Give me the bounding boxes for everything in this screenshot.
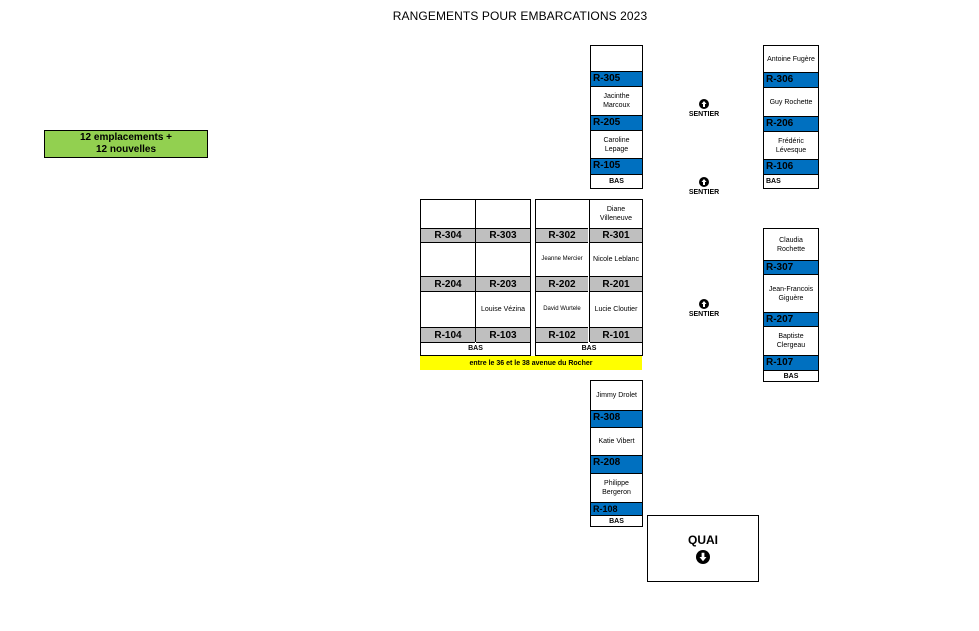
occupant-r207: Jean-Francois Giguère bbox=[764, 275, 818, 313]
occupant-r102: David Wurtele bbox=[536, 292, 588, 328]
quai-label: QUAI bbox=[688, 533, 718, 547]
rack-label-r105: R-105 bbox=[591, 159, 642, 175]
sentier-label: SENTIER bbox=[688, 111, 720, 118]
legend-line-2: 12 nouvelles bbox=[95, 144, 157, 155]
occupant-r108: Philippe Bergeron bbox=[591, 474, 642, 503]
rack-label-r204: R-204 bbox=[421, 277, 475, 292]
sentier-marker-2: SENTIER bbox=[674, 177, 734, 196]
storage-column-top-right: Antoine Fugère R-306 Guy Rochette R-206 … bbox=[763, 45, 819, 189]
storage-column-top-middle: R-305 Jacinthe Marcoux R-205 Caroline Le… bbox=[590, 45, 643, 189]
down-arrow-circle-icon bbox=[696, 550, 710, 564]
rack-label-r302: R-302 bbox=[536, 229, 588, 243]
occupant-r105: Caroline Lepage bbox=[591, 131, 642, 159]
occupant-r206: Guy Rochette bbox=[764, 88, 818, 117]
rack-label-r104: R-104 bbox=[421, 328, 475, 343]
up-arrow-circle-icon bbox=[699, 299, 709, 309]
rack-label-r102: R-102 bbox=[536, 328, 588, 343]
sentier-label: SENTIER bbox=[688, 311, 720, 318]
occupant-r205: Jacinthe Marcoux bbox=[591, 87, 642, 116]
up-arrow-circle-icon bbox=[699, 177, 709, 187]
rack-label-r201: R-201 bbox=[590, 277, 642, 292]
occupant-r201: Nicole Leblanc bbox=[590, 243, 642, 277]
rack-label-r106: R-106 bbox=[764, 160, 818, 175]
storage-block-left: R-304 R-303 R-204 R-203 Louise Vézina R-… bbox=[420, 199, 531, 356]
rack-label-r303: R-303 bbox=[476, 229, 530, 243]
page-title: RANGEMENTS POUR EMBARCATIONS 2023 bbox=[392, 9, 648, 23]
storage-block-right: Diane Villeneuve R-302 R-301 Jeanne Merc… bbox=[535, 199, 643, 356]
rack-label-r108: R-108 bbox=[591, 503, 642, 516]
occupant-r306: Antoine Fugère bbox=[764, 46, 818, 73]
empty-slot-306-area bbox=[591, 46, 642, 72]
occupant-r208: Katie Vibert bbox=[591, 428, 642, 456]
rack-label-r203: R-203 bbox=[476, 277, 530, 292]
legend-box: 12 emplacements + 12 nouvelles bbox=[44, 130, 208, 158]
storage-column-mid-right: Claudia Rochette R-307 Jean-Francois Gig… bbox=[763, 228, 819, 382]
up-arrow-circle-icon bbox=[699, 99, 709, 109]
occupant-r308: Jimmy Drolet bbox=[591, 381, 642, 411]
legend-line-1: 12 emplacements + bbox=[80, 132, 172, 143]
occupant-r202: Jeanne Mercier bbox=[536, 243, 588, 277]
rack-label-r205: R-205 bbox=[591, 116, 642, 131]
bas-label: BAS bbox=[766, 177, 781, 185]
bas-label: BAS bbox=[609, 177, 624, 185]
rack-label-r103: R-103 bbox=[476, 328, 530, 343]
rack-label-r301: R-301 bbox=[590, 229, 642, 243]
occupant-r106: Frédéric Lévesque bbox=[764, 132, 818, 160]
rack-label-r208: R-208 bbox=[591, 456, 642, 474]
bas-label: BAS bbox=[581, 345, 597, 352]
bas-label: BAS bbox=[783, 372, 799, 380]
storage-column-bottom: Jimmy Drolet R-308 Katie Vibert R-208 Ph… bbox=[590, 380, 643, 527]
rack-label-r304: R-304 bbox=[421, 229, 475, 243]
rack-label-r307: R-307 bbox=[764, 261, 818, 275]
quai-box: QUAI bbox=[647, 515, 759, 582]
occupant-r101: Lucie Cloutier bbox=[590, 292, 642, 328]
rack-label-r308: R-308 bbox=[591, 411, 642, 428]
sentier-marker-3: SENTIER bbox=[674, 299, 734, 318]
rack-label-r305: R-305 bbox=[591, 72, 642, 87]
address-banner: entre le 36 et le 38 avenue du Rocher bbox=[420, 356, 642, 370]
rack-label-r101: R-101 bbox=[590, 328, 642, 343]
rack-label-r207: R-207 bbox=[764, 313, 818, 327]
sentier-marker-1: SENTIER bbox=[674, 99, 734, 118]
occupant-r301: Diane Villeneuve bbox=[590, 200, 642, 229]
sentier-label: SENTIER bbox=[688, 189, 720, 196]
rack-label-r107: R-107 bbox=[764, 356, 818, 371]
rack-label-r306: R-306 bbox=[764, 73, 818, 88]
bas-label: BAS bbox=[609, 517, 624, 525]
rack-label-r206: R-206 bbox=[764, 117, 818, 132]
occupant-r103: Louise Vézina bbox=[476, 292, 530, 328]
occupant-r307: Claudia Rochette bbox=[764, 229, 818, 261]
rack-label-r202: R-202 bbox=[536, 277, 588, 292]
bas-label: BAS bbox=[468, 345, 483, 352]
occupant-r107: Baptiste Clergeau bbox=[764, 327, 818, 356]
